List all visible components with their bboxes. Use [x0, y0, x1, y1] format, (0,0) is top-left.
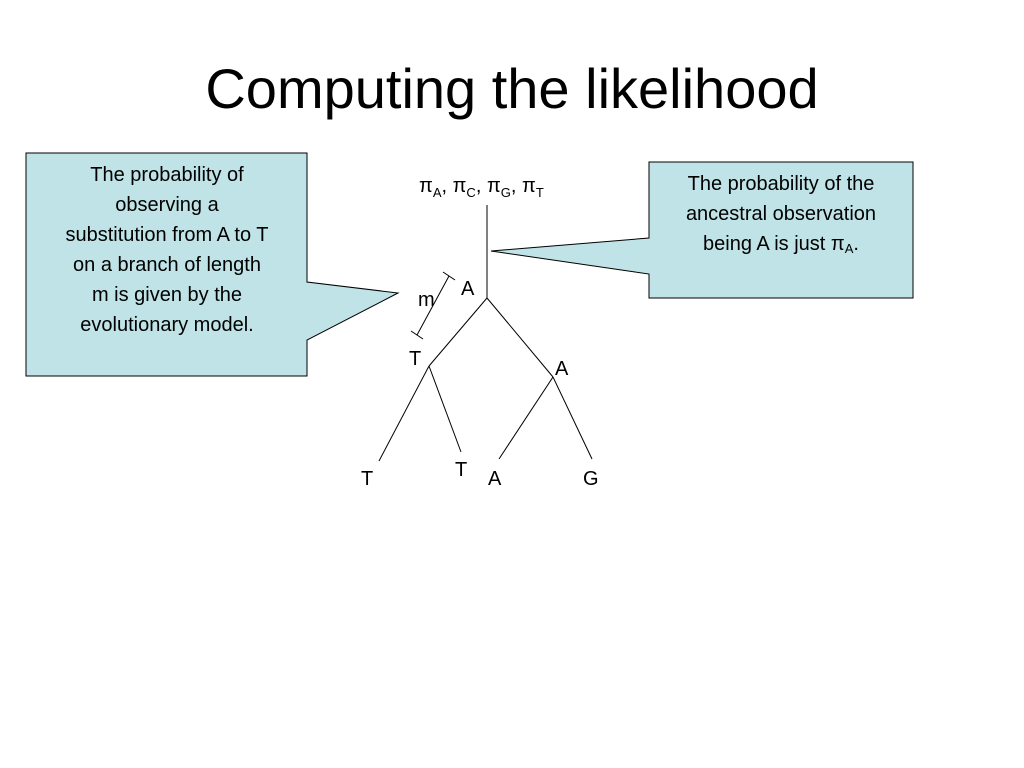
root-node-label: A	[461, 278, 475, 300]
branch-root-to-right	[486, 297, 554, 378]
tree-branches	[378, 205, 593, 462]
callout-right-box	[490, 161, 914, 299]
branch-right-to-leaf-4	[552, 376, 593, 460]
leaf-label: T	[455, 459, 467, 481]
internal-node-left-label: T	[409, 348, 421, 370]
branch-length-marker	[410, 271, 456, 340]
callout-right-line: The probability of the	[687, 173, 875, 195]
leaf-label: T	[361, 468, 373, 490]
slide-title: Computing the likelihood	[205, 57, 819, 120]
callout-left-line: substitution from A to T	[65, 224, 269, 246]
callout-right-text: The probability of the ancestral observa…	[652, 169, 910, 259]
leaf-label: G	[583, 468, 599, 490]
root-priors-label: πA, πC, πG, πT	[419, 175, 544, 200]
internal-node-right-label: A	[555, 358, 569, 380]
branch-right-to-leaf-3	[498, 376, 554, 460]
branch-left-to-leaf-2	[428, 365, 462, 453]
callout-left-box	[25, 152, 400, 377]
callout-left-line: on a branch of length	[73, 254, 261, 276]
callout-left-line: evolutionary model.	[80, 314, 254, 336]
callout-left-line: observing a	[115, 194, 219, 216]
branch-root-to-left	[428, 297, 488, 367]
leaf-label: A	[488, 468, 502, 490]
callout-right-line: being A is just πA.	[703, 233, 859, 256]
branch-length-label: m	[418, 289, 435, 311]
callout-left-text: The probability of observing a substitut…	[30, 160, 304, 340]
callout-right-line: ancestral observation	[685, 203, 877, 225]
callout-left-line: m is given by the	[91, 284, 243, 306]
branch-left-to-leaf-1	[378, 365, 430, 462]
callout-left-line: The probability of	[90, 164, 244, 186]
